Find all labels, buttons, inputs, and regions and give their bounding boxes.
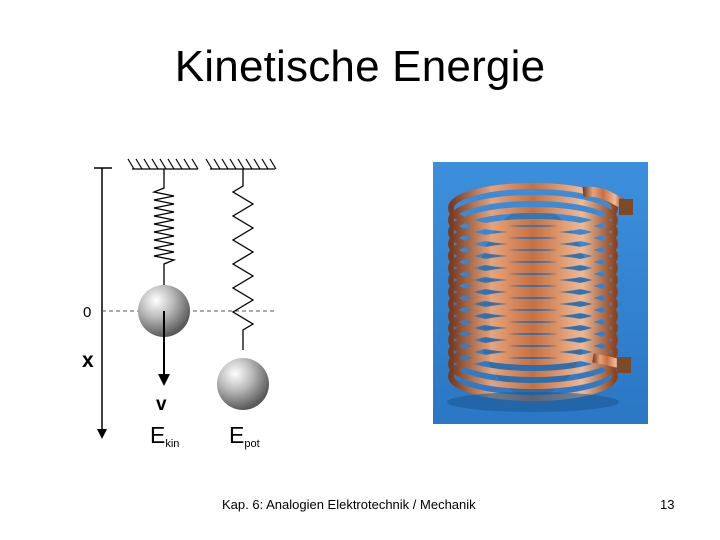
footer-text: Kap. 6: Analogien Elektrotechnik / Mecha… bbox=[222, 497, 476, 512]
epot-label: Epot bbox=[229, 422, 260, 450]
spring-left bbox=[151, 169, 177, 286]
coil-windings bbox=[448, 183, 618, 401]
ekin-label: Ekin bbox=[150, 422, 179, 450]
ceiling-right bbox=[205, 158, 277, 170]
axis-x-label: x bbox=[82, 349, 94, 372]
displacement-axis bbox=[94, 167, 112, 439]
velocity-label: v bbox=[156, 394, 167, 415]
axis-zero-label: 0 bbox=[83, 304, 91, 321]
slide-title: Kinetische Energie bbox=[174, 42, 546, 91]
spring-mass-diagram: 0 x v Ekin Epot bbox=[82, 158, 277, 450]
spring-right bbox=[231, 169, 255, 350]
coil-bottom-outlet bbox=[592, 353, 623, 369]
page-number: 13 bbox=[660, 497, 675, 512]
ceiling-left bbox=[127, 158, 199, 170]
mass-right bbox=[217, 358, 269, 410]
copper-coil-photo bbox=[433, 162, 648, 424]
velocity-arrow bbox=[158, 311, 170, 386]
